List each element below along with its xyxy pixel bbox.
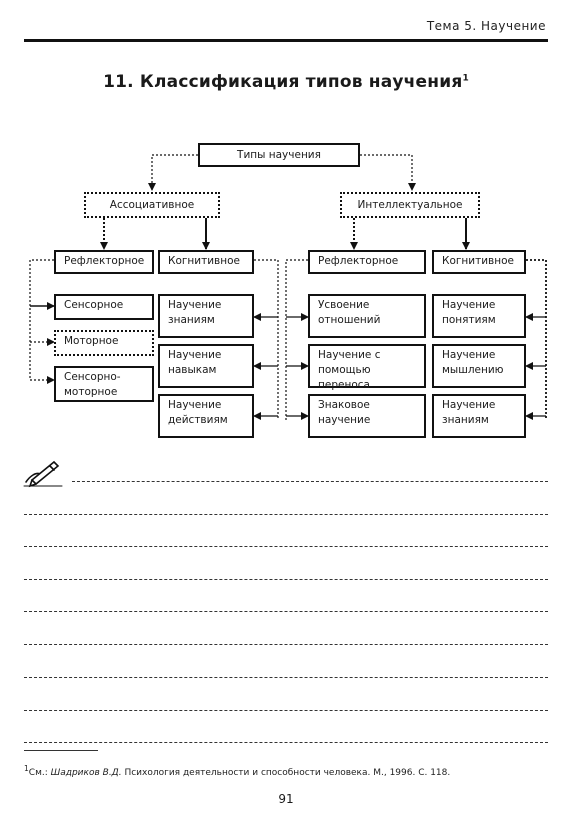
node-intellectual-label: Интеллектуальное xyxy=(357,198,463,211)
leaf-relations-acquisition: Усвоение отношений xyxy=(308,294,426,338)
node-intellectual-reflex: Рефлекторное xyxy=(308,250,426,274)
writing-line xyxy=(24,514,548,515)
leaf-thinking-learning: Научение мышлению xyxy=(432,344,526,388)
leaf-sign-learning: Знаковое научение xyxy=(308,394,426,438)
leaf-thinking-learning-label: Научение мышлению xyxy=(442,349,504,376)
footnote-author: Шадриков В.Д. xyxy=(50,768,122,778)
writing-line xyxy=(24,611,548,612)
node-learning-types-label: Типы научения xyxy=(237,148,321,161)
leaf-knowledge-learning-label: Научение знаниям xyxy=(168,299,222,326)
leaf-relations-acquisition-label: Усвоение отношений xyxy=(318,299,381,326)
leaf-concepts-learning: Научение понятиям xyxy=(432,294,526,338)
writing-line xyxy=(72,481,548,482)
node-associative-cognitive: Когнитивное xyxy=(158,250,254,274)
leaf-actions-learning: Научение действиям xyxy=(158,394,254,438)
node-intellectual-cognitive-label: Когнитивное xyxy=(442,255,514,267)
leaf-motor: Моторное xyxy=(54,330,154,356)
leaf-sensory-label: Сенсорное xyxy=(64,299,124,311)
leaf-skills-learning: Научение навыкам xyxy=(158,344,254,388)
leaf-knowledge-learning-2: Научение знаниям xyxy=(432,394,526,438)
footnote-rule xyxy=(24,750,98,751)
leaf-sensorimotor: Сенсорно-моторное xyxy=(54,366,154,402)
leaf-sensory: Сенсорное xyxy=(54,294,154,320)
leaf-knowledge-learning-2-label: Научение знаниям xyxy=(442,399,496,426)
leaf-transfer-learning-label: Научение с помощью переноса xyxy=(318,349,381,391)
leaf-sensorimotor-label: Сенсорно-моторное xyxy=(64,371,121,398)
writing-line xyxy=(24,644,548,645)
leaf-sign-learning-label: Знаковое научение xyxy=(318,399,371,426)
node-associative-reflex: Рефлекторное xyxy=(54,250,154,274)
node-intellectual-cognitive: Когнитивное xyxy=(432,250,526,274)
diagram-connectors xyxy=(29,154,547,420)
node-associative: Ассоциативное xyxy=(84,192,220,218)
leaf-transfer-learning: Научение с помощью переноса xyxy=(308,344,426,391)
page-title-text: 11. Классификация типов научения xyxy=(103,72,463,92)
writing-line xyxy=(24,742,548,743)
leaf-concepts-learning-label: Научение понятиям xyxy=(442,299,496,326)
leaf-knowledge-learning: Научение знаниям xyxy=(158,294,254,338)
footnote-citation: Психология деятельности и способности че… xyxy=(121,768,451,778)
page-title: 11. Классификация типов научения1 xyxy=(0,72,572,92)
node-associative-label: Ассоциативное xyxy=(109,198,195,211)
leaf-motor-label: Моторное xyxy=(64,335,119,347)
writing-line xyxy=(24,710,548,711)
node-learning-types: Типы научения xyxy=(198,143,360,167)
node-associative-reflex-label: Рефлекторное xyxy=(64,255,145,267)
page-number: 91 xyxy=(278,792,294,806)
leaf-skills-learning-label: Научение навыкам xyxy=(168,349,222,376)
running-title: Тема 5. Научение xyxy=(426,19,546,33)
node-intellectual-reflex-label: Рефлекторное xyxy=(318,255,399,267)
node-intellectual: Интеллектуальное xyxy=(340,192,480,218)
leaf-actions-learning-label: Научение действиям xyxy=(168,399,228,426)
footnote-prefix: См.: xyxy=(28,768,51,778)
header-rule xyxy=(24,39,548,42)
node-associative-cognitive-label: Когнитивное xyxy=(168,255,240,267)
footnote-mark: 1 xyxy=(462,73,469,84)
writing-line xyxy=(24,677,548,678)
pen-writing-icon xyxy=(23,460,63,488)
writing-line xyxy=(24,579,548,580)
footnote: 1См.: Шадриков В.Д. Психология деятельно… xyxy=(24,764,450,778)
writing-line xyxy=(24,546,548,547)
footnote-number: 1 xyxy=(24,764,29,773)
